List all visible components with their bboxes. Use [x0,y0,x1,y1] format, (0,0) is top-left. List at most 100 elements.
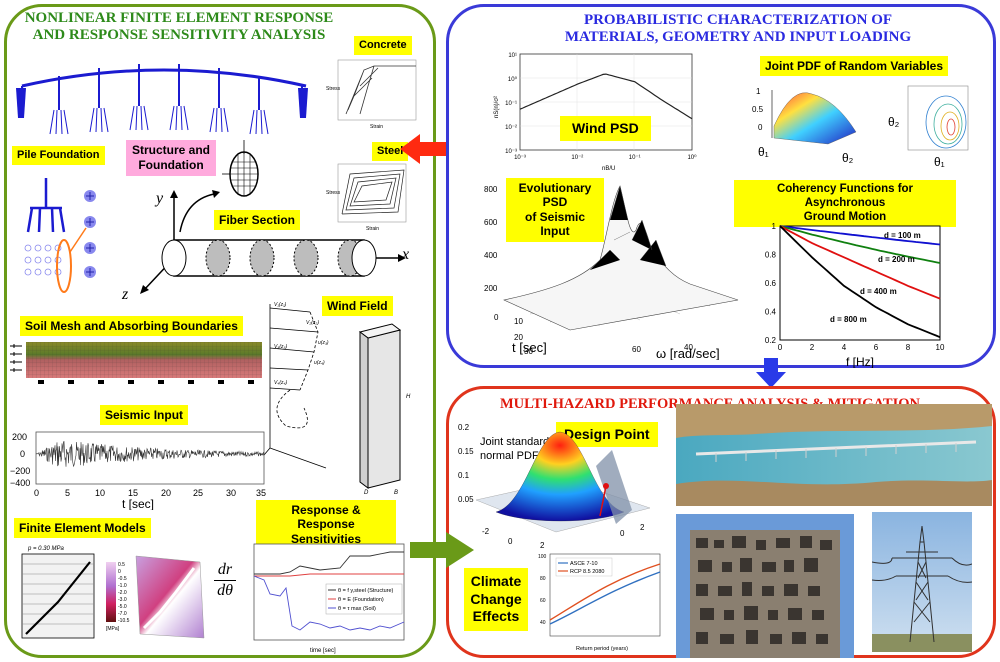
wind-psd-ylabel: nS(n)/σ² [494,96,500,118]
joint-pdf-surface: 10.50 θ₁ θ₂ [752,87,857,164]
svg-text:-2: -2 [482,527,490,536]
svg-text:H: H [406,394,411,400]
wind-psd-ytick: 10⁻³ [505,149,517,155]
climate-xlabel: Return period (years) [576,646,628,652]
theta1-label-a: θ₁ [758,145,769,159]
seismic-ytick-4: −400 [10,478,30,488]
svg-text:30: 30 [524,347,533,356]
seismic-xlabel: t [sec] [122,497,154,510]
left-panel-title: NONLINEAR FINITE ELEMENT RESPONSE AND RE… [14,10,344,45]
svg-text:V₂(z₂): V₂(z₂) [306,320,319,326]
steel-label: Steel [372,142,409,162]
svg-text:0.5: 0.5 [752,105,764,114]
svg-text:400: 400 [484,251,498,260]
svg-text:2: 2 [640,523,645,532]
coherency-xtick: 10 [936,343,945,352]
down-arrow [756,358,786,388]
coherency-xlabel: f [Hz] [846,355,874,368]
coherency-series-line [779,225,941,300]
svg-text:0: 0 [620,529,625,538]
concrete-label: Concrete [354,36,412,56]
wind-psd-ytick: 10⁻² [505,125,517,131]
wind-psd-xtick: 10⁻¹ [629,155,641,161]
svg-text:1: 1 [756,87,761,96]
evolutionary-line3: of Seismic [524,209,586,224]
coherency-series-line [779,225,941,246]
right-title-line2: MATERIALS, GEOMETRY AND INPUT LOADING [564,29,912,46]
wind-psd-xtick: 10⁰ [687,154,697,161]
svg-text:60: 60 [632,345,641,354]
fe-cbar-tick-8: -7.0 [118,611,127,617]
svg-text:40: 40 [684,343,693,352]
right-arrow [410,532,474,568]
seismic-ytick-3: −200 [10,466,30,476]
svg-text:60: 60 [540,598,546,604]
coherency-plot-area [779,225,941,341]
coherency-series-label: d = 100 m [884,231,921,240]
joint-pdf-label: Joint PDF of Random Variables [760,56,949,77]
coherency-xtick: 8 [906,343,911,352]
axis-z-label: z [122,286,129,303]
svg-text:600: 600 [484,218,498,227]
wind-psd-label: Wind PSD [560,116,651,141]
svg-text:800: 800 [484,185,498,194]
coherency-series-line [779,225,941,264]
sensitivity-xlabel: time [sec] [310,648,336,654]
svg-text:0.2: 0.2 [458,423,470,432]
evolutionary-t-label: t [sec] [512,340,547,355]
seismic-ytick-1: 200 [12,432,27,442]
design-point-label: Design Point [556,422,658,447]
steel-hysteresis-plot: Stress Strain [326,163,407,232]
fe-cbar-tick-4: -1.0 [118,583,127,589]
coherency-ytick: 1 [772,222,777,231]
svg-text:V₃(z₃): V₃(z₃) [274,344,287,350]
svg-text:Stress: Stress [326,86,341,92]
sensitivity-legend-1: θ = f y,steel (Structure) [338,588,394,594]
joint-normal-line2: normal PDF [480,449,539,462]
concrete-hysteresis-plot: Stress Strain [326,59,417,130]
coherency-series-label: d = 400 m [860,287,897,296]
svg-text:2: 2 [540,541,545,548]
seismic-ytick-2: 0 [20,449,25,459]
theta2-label-b: θ₂ [888,115,900,129]
coherency-series-line [779,225,941,339]
climate-legend-1: ASCE 7-10 [570,561,598,567]
svg-text:V₁(z₁): V₁(z₁) [274,302,287,308]
pile-foundation-figure [24,178,96,293]
seismic-input-label: Seismic Input [100,405,189,426]
svg-text:Strain: Strain [366,226,379,232]
bridge-model-figure [16,64,308,135]
pile-foundation-label: Pile Foundation [12,146,105,166]
svg-text:0: 0 [494,313,499,322]
wind-psd-xlabel: nB/U [602,166,615,172]
coherency-xtick: 6 [874,343,879,352]
fe-cbar-tick-7: -5.0 [118,604,127,610]
joint-normal-label: Joint standard normal PDF [480,436,549,464]
right-panel-title: PROBABILISTIC CHARACTERIZATION OF MATERI… [528,12,948,47]
svg-text:0.15: 0.15 [458,447,474,456]
svg-text:u(z₄): u(z₄) [314,360,325,366]
wind-field-figure: H D B V₁(z₁)V₂(z₂)u(z₃) V₃(z₃)u(z₄)V₄(z₄… [256,302,411,496]
response-line1: Response & Response [291,503,361,532]
response-sensitivities-label: Response & Response Sensitivities [256,500,396,550]
axis-y-label: y [156,190,164,207]
svg-text:40: 40 [540,620,546,626]
soil-mesh-label: Soil Mesh and Absorbing Boundaries [20,316,243,337]
fe-cbar-unit: [MPa] [106,626,120,632]
right-title-line1: PROBABILISTIC CHARACTERIZATION OF [583,12,893,28]
sensitivity-ylabel-bottom: dθ [214,580,236,599]
climate-line3: Effects [472,608,520,624]
seismic-xtick-5: 20 [161,488,171,498]
svg-text:B: B [394,490,398,496]
structure-foundation-line2: Foundation [138,158,204,172]
coherency-line2: Ground Motion [803,210,887,223]
soil-mesh-figure [10,342,262,384]
fe-cbar-tick-6: -3.0 [118,597,127,603]
climate-line1: Climate [470,573,522,589]
wind-psd-ytick: 10⁻¹ [505,101,517,107]
evolutionary-omega-label: ω [rad/sec] [656,346,720,360]
